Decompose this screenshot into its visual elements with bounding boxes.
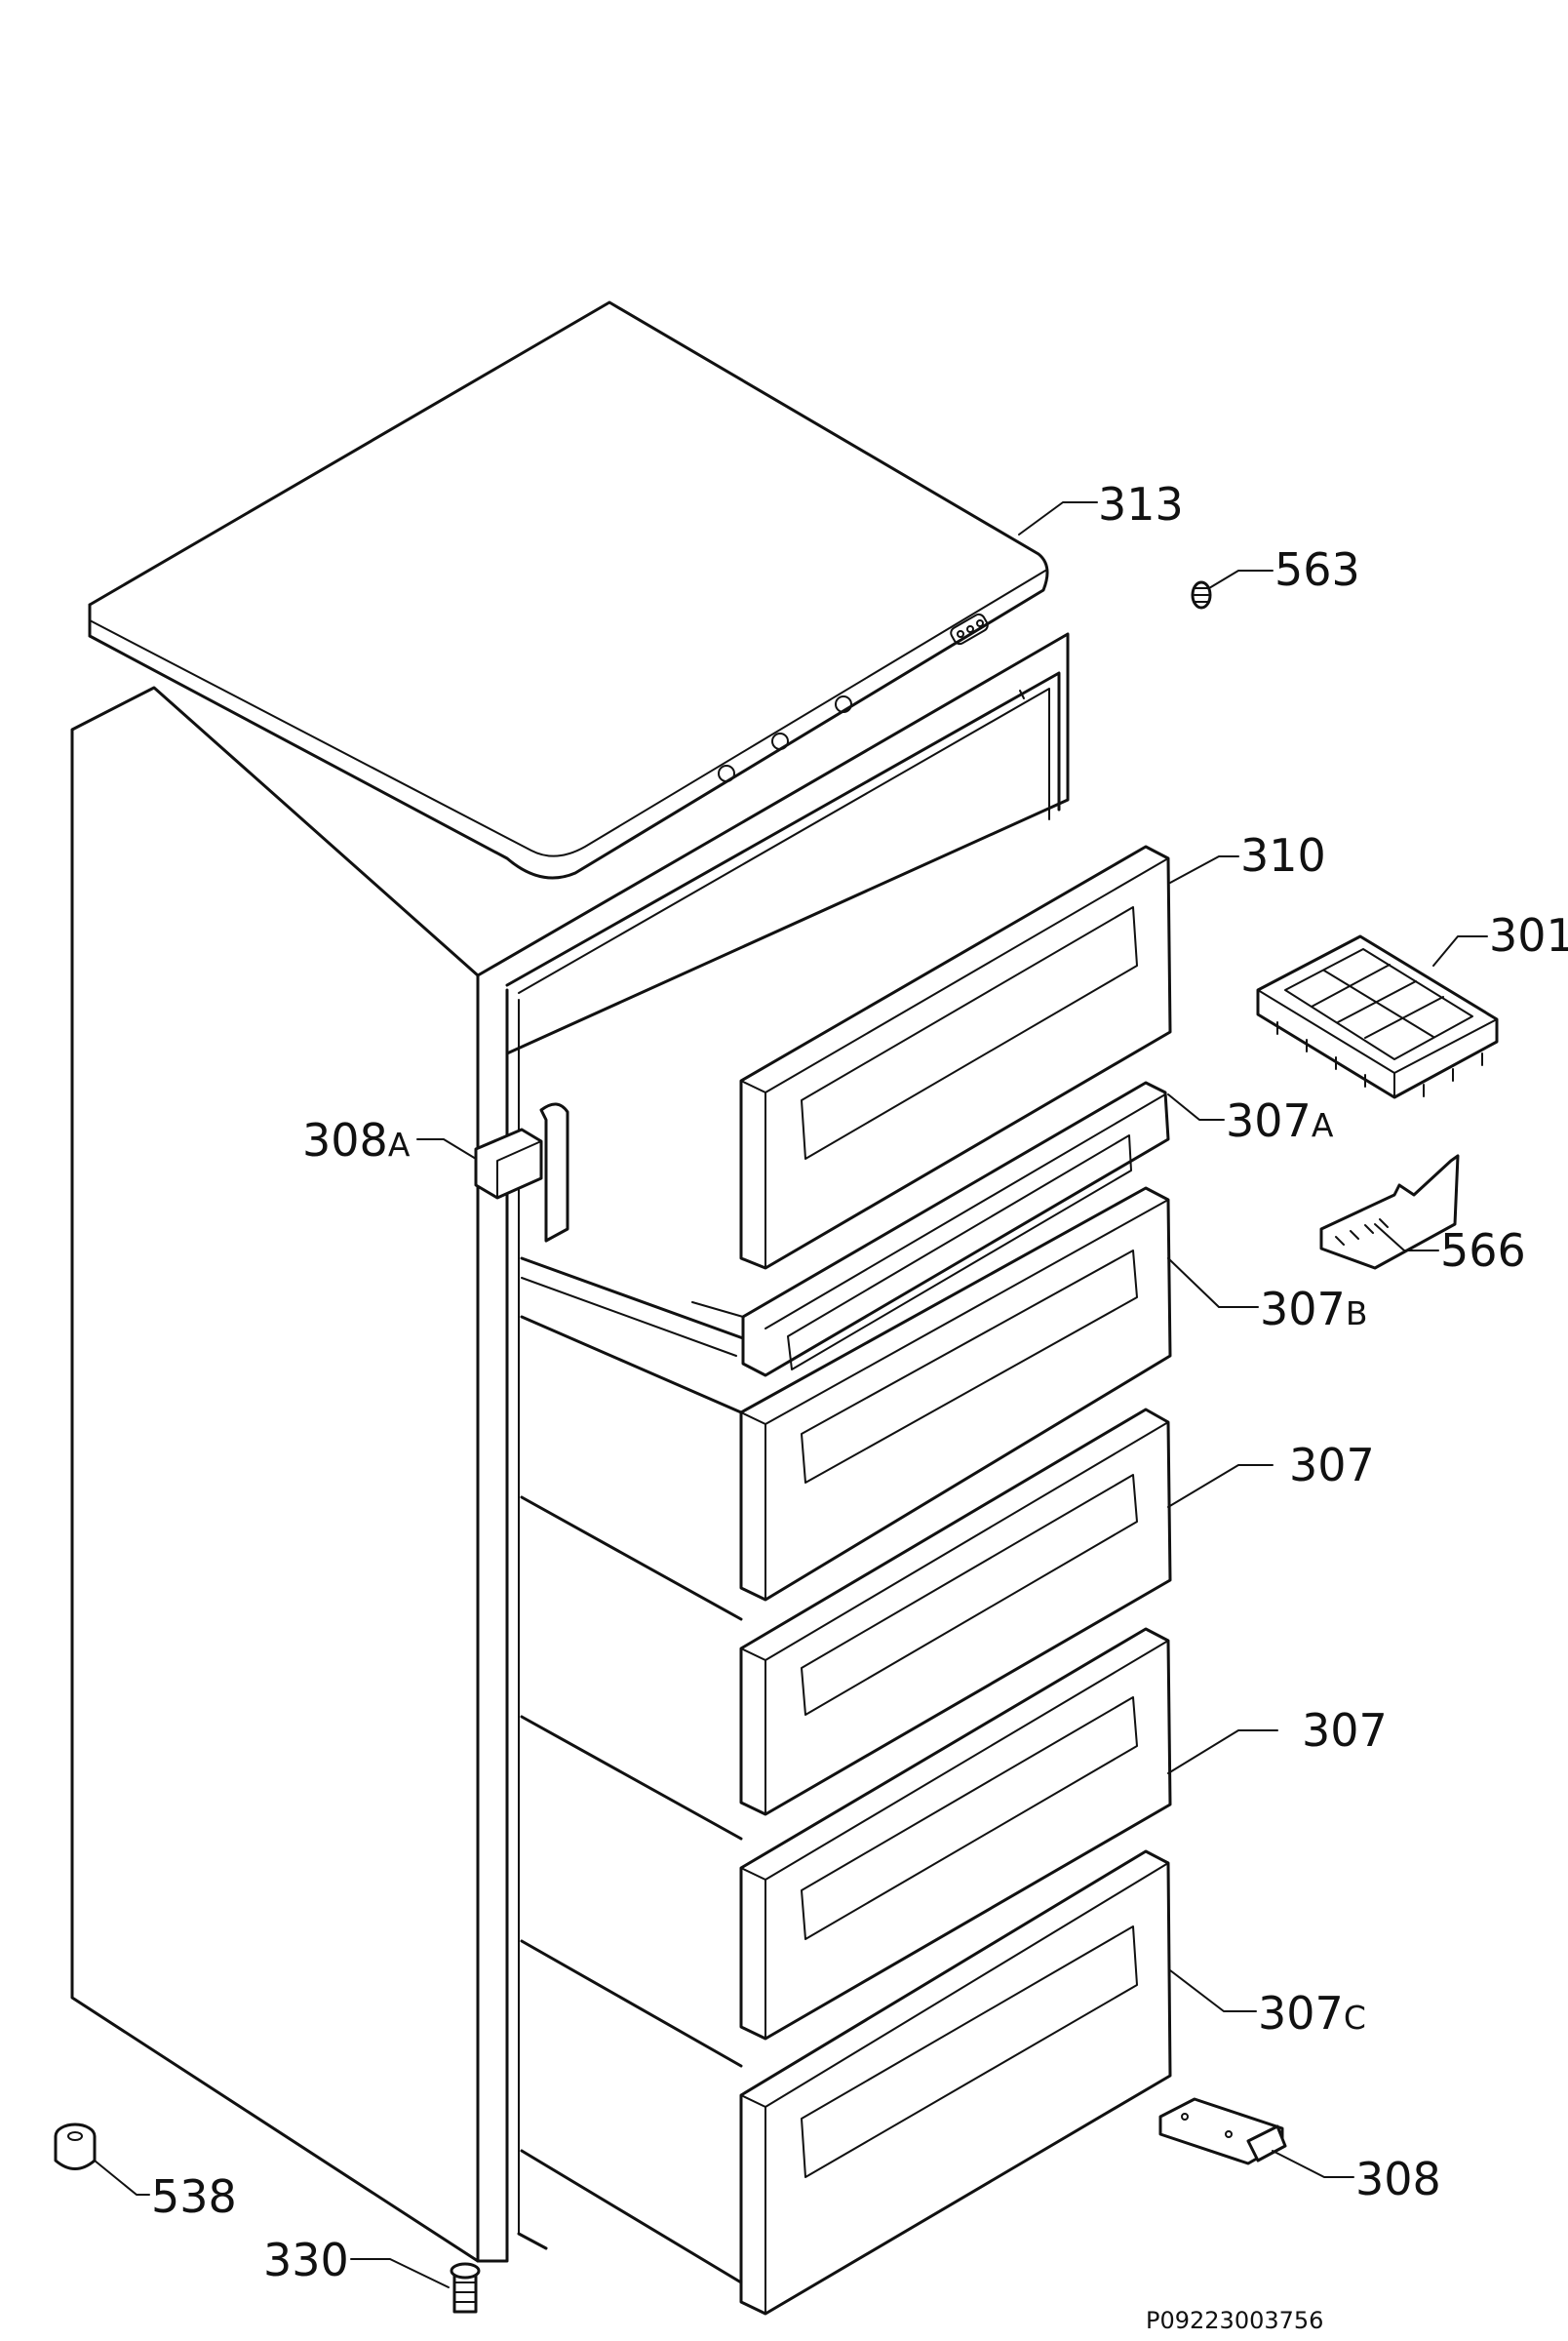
- control-knob-icon: [771, 733, 789, 750]
- indicator-lights-icon: [950, 613, 989, 646]
- drawing-code: P09223003756: [1146, 2307, 1323, 2334]
- screw-563: [1191, 580, 1212, 610]
- label-538: 538: [151, 2170, 237, 2223]
- foot-538: [54, 2123, 97, 2170]
- label-330: 330: [263, 2234, 349, 2286]
- screw-330: [450, 2262, 481, 2314]
- drawer-307b: [520, 1186, 1172, 1602]
- drawer-307-lower: [520, 1627, 1172, 2041]
- label-310: 310: [1240, 829, 1326, 882]
- label-307-upper: 307: [1289, 1439, 1375, 1491]
- drawer-307c: [520, 1849, 1172, 2316]
- label-307c: 307C: [1258, 1987, 1366, 2040]
- label-566: 566: [1440, 1224, 1526, 1277]
- hinge-bracket-308a: [474, 1102, 569, 1243]
- ice-scraper-566: [1319, 1154, 1460, 1270]
- label-308: 308: [1355, 2153, 1441, 2205]
- ice-tray-301: [1256, 934, 1499, 1099]
- hinge-plate-308: [1158, 2097, 1287, 2165]
- control-knob-icon: [835, 695, 852, 713]
- label-563: 563: [1274, 543, 1360, 596]
- leader-lines: [94, 501, 1488, 2288]
- drawer-307a: [520, 1081, 1170, 1377]
- cabinet-body: [70, 632, 1070, 2263]
- label-313: 313: [1098, 478, 1184, 531]
- label-307a: 307A: [1226, 1094, 1334, 1147]
- label-307b: 307B: [1260, 1283, 1367, 1335]
- drawer-307-upper: [520, 1408, 1172, 1816]
- label-307-lower: 307: [1302, 1704, 1388, 1757]
- top-cover-313: [88, 300, 1049, 880]
- control-knob-icon: [718, 765, 735, 782]
- part-labels: 313 563 310 301 307A 308A 566 307B 307 3…: [151, 478, 1568, 2334]
- label-301: 301: [1489, 909, 1568, 962]
- label-308a: 308A: [302, 1114, 411, 1167]
- drawer-310: [739, 845, 1172, 1270]
